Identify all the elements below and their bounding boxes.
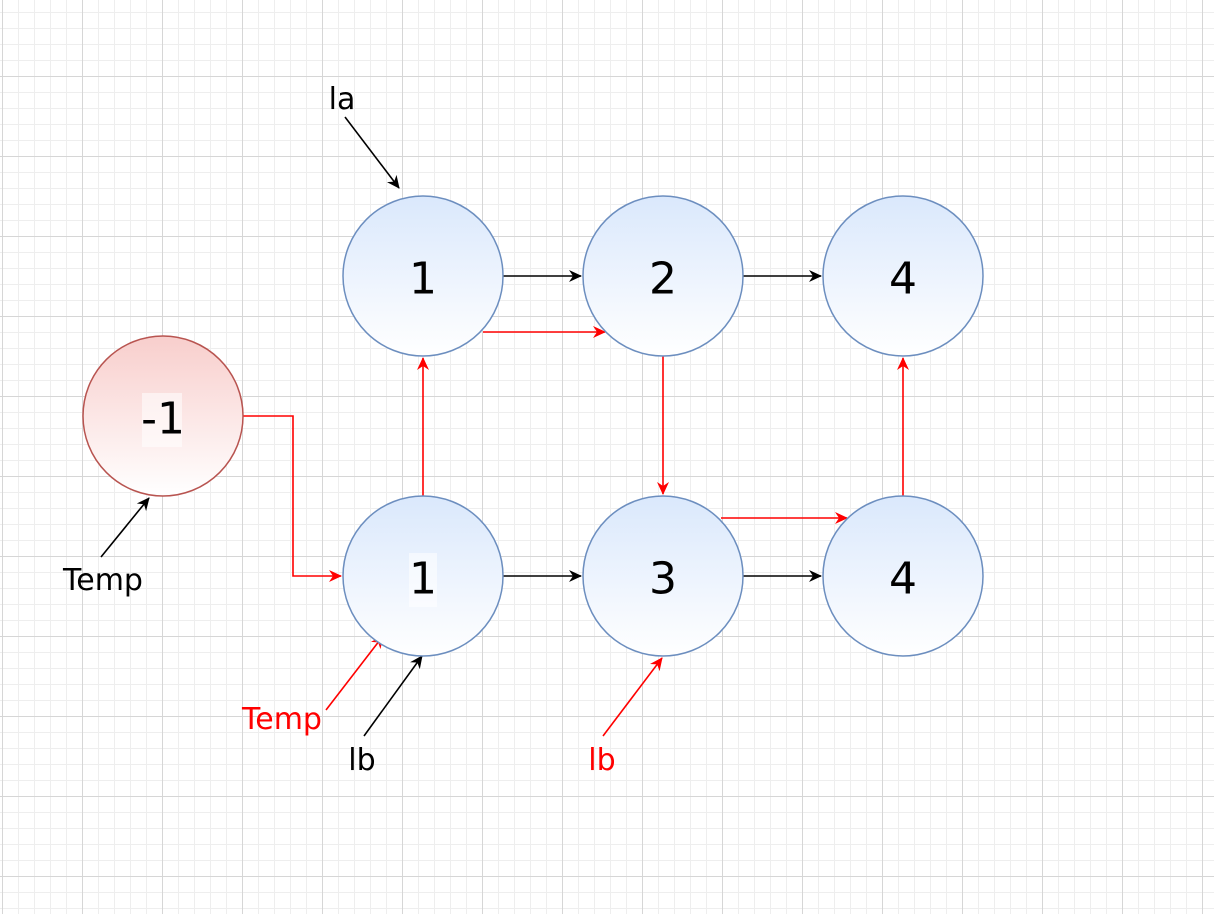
- list-b-node-2: 3: [582, 495, 744, 657]
- pointer-temp-initial-arrow: [100, 497, 150, 558]
- list-a-node-2: 2: [582, 195, 744, 357]
- pointer-temp-initial-label: Temp: [62, 563, 143, 598]
- list-b-node-3-value: 4: [889, 554, 917, 605]
- temp-node-value: -1: [141, 394, 185, 445]
- list-a-node-2-value: 2: [649, 254, 677, 305]
- list-a-node-1: 1: [342, 195, 504, 357]
- edge-temp-lb1: [243, 415, 342, 582]
- pointer-temp-current-arrow: [325, 635, 384, 711]
- temp-node: -1: [82, 335, 244, 497]
- list-b-node-1: 1: [342, 495, 504, 657]
- pointer-lb-current-arrow: [602, 657, 663, 737]
- list-b-node-1-value: 1: [409, 554, 437, 605]
- pointer-lb-initial-arrow: [363, 655, 423, 737]
- list-b-node-2-value: 3: [649, 554, 677, 605]
- pointer-lb-current-label: lb: [588, 743, 615, 778]
- pointer-temp-current-label: Temp: [241, 702, 322, 737]
- list-a-node-3-value: 4: [889, 254, 917, 305]
- list-b-node-3: 4: [822, 495, 984, 657]
- pointer-la-label: la: [329, 82, 356, 117]
- pointer-la-arrow: [344, 116, 400, 189]
- pointer-lb-initial-label: lb: [348, 743, 375, 778]
- list-a-node-1-value: 1: [409, 254, 437, 305]
- list-a-node-3: 4: [822, 195, 984, 357]
